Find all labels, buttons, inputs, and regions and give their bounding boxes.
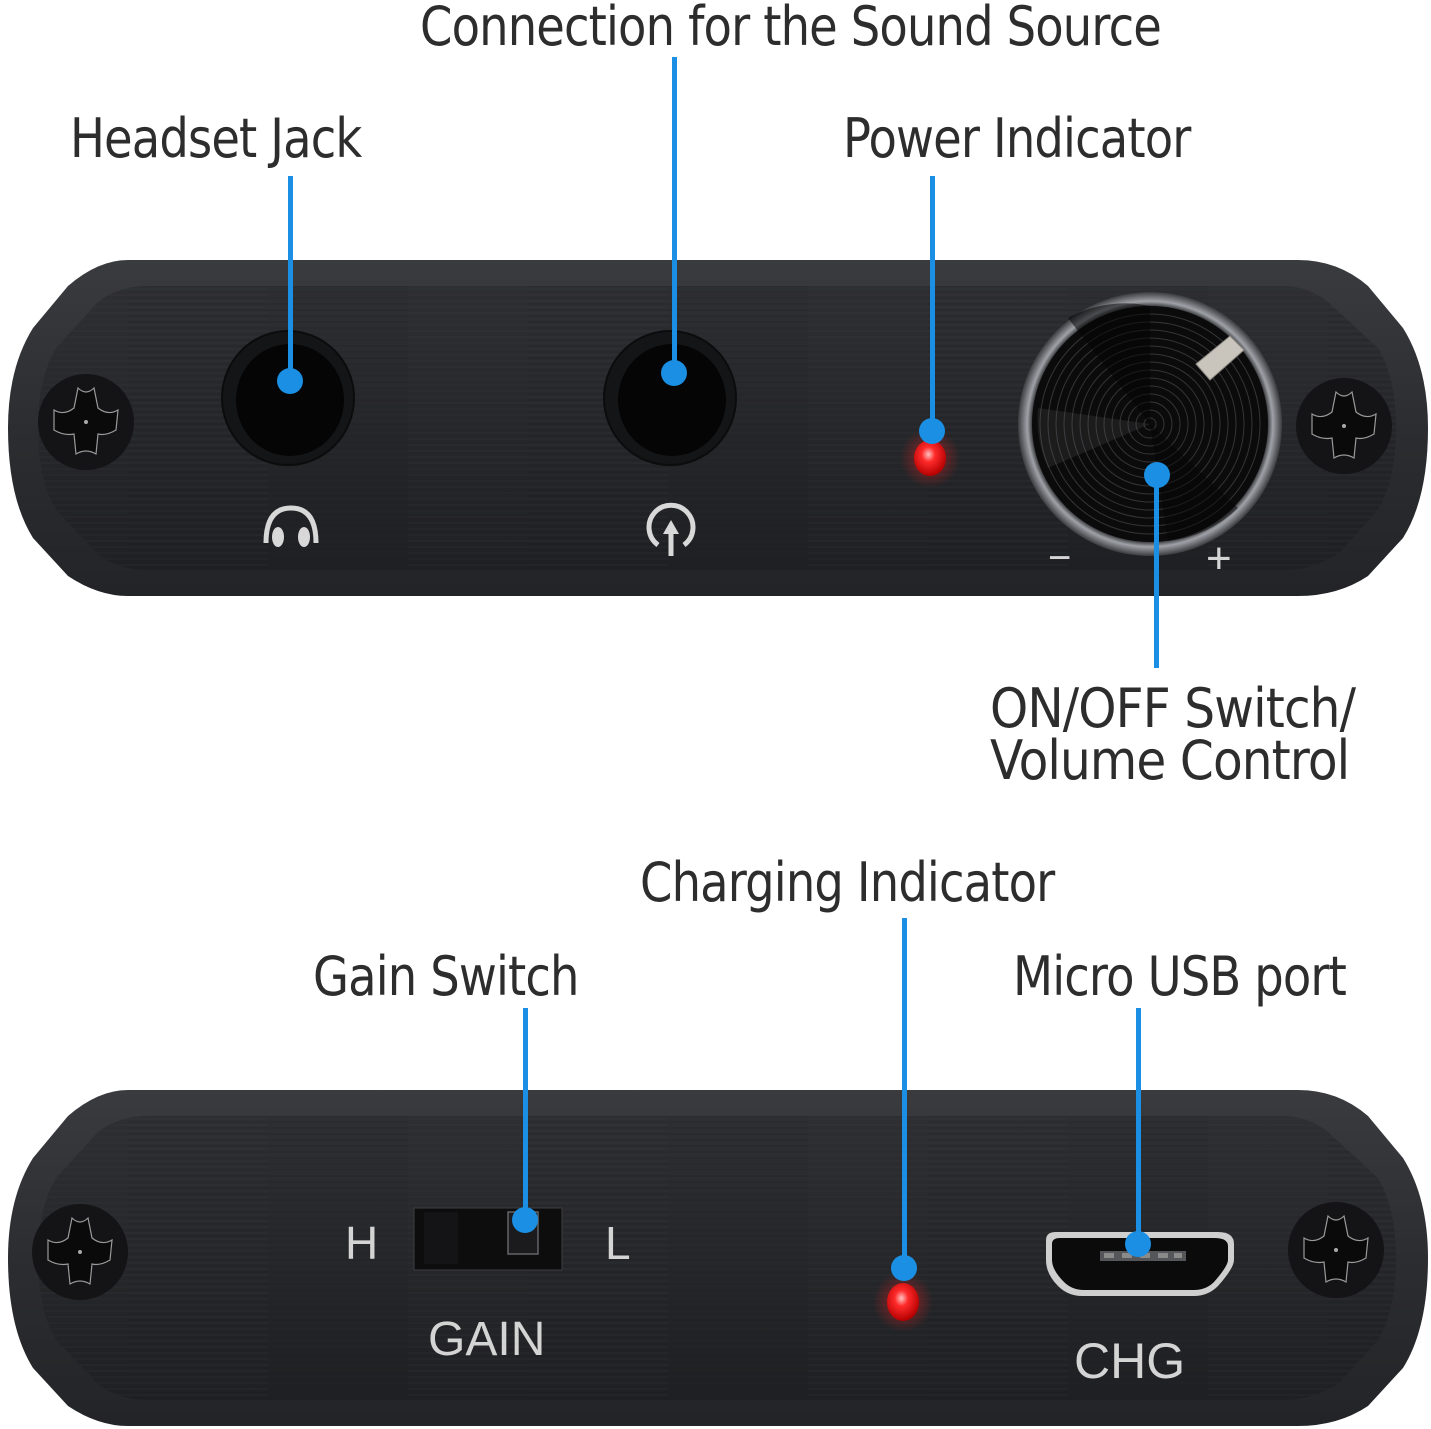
callout-label-gain-switch: Gain Switch [313, 945, 579, 1008]
volume-plus-label: + [1206, 534, 1232, 583]
callout-dot-charging-indicator [891, 1255, 917, 1281]
leader-line-headset-jack [288, 176, 293, 382]
callout-label-power-indicator: Power Indicator [843, 107, 1191, 170]
screw-icon [1296, 378, 1392, 474]
leader-line-sound-source [672, 57, 677, 373]
sound-source-jack[interactable] [603, 330, 737, 466]
volume-minus-label: − [1048, 536, 1072, 580]
callout-dot-sound-source [661, 360, 687, 386]
front-panel: − + [8, 258, 1428, 598]
callout-dot-micro-usb [1125, 1231, 1151, 1257]
gain-switch[interactable] [413, 1207, 563, 1271]
audio-input-icon [646, 502, 696, 556]
callout-label-charging-indicator: Charging Indicator [640, 851, 1055, 914]
screw-icon [1288, 1202, 1384, 1298]
callout-dot-power-indicator [919, 418, 945, 444]
rear-panel-body [8, 1090, 1428, 1426]
callout-label-volume-control: Volume Control [990, 729, 1350, 792]
volume-knob[interactable] [1018, 292, 1282, 556]
leader-line-volume-control [1154, 476, 1159, 668]
callout-label-sound-source: Connection for the Sound Source [420, 0, 1162, 58]
headphone-icon [263, 505, 319, 547]
callout-label-headset-jack: Headset Jack [70, 107, 362, 170]
callout-dot-headset-jack [277, 368, 303, 394]
front-panel-body [8, 260, 1428, 596]
gain-low-label: L [605, 1217, 631, 1269]
callout-dot-volume-control [1144, 462, 1170, 488]
screw-icon [38, 374, 134, 470]
gain-label: GAIN [428, 1313, 546, 1366]
headset-jack[interactable] [221, 330, 355, 466]
usb-chg-label: CHG [1074, 1333, 1186, 1389]
callout-label-onoff-switch: ON/OFF Switch/ [990, 677, 1356, 740]
charging-indicator-led [873, 1272, 933, 1332]
micro-usb-port[interactable] [1046, 1232, 1234, 1296]
power-indicator-led [900, 428, 960, 488]
screw-icon [32, 1204, 128, 1300]
knob-indicator-mark [1195, 335, 1245, 381]
callout-label-micro-usb: Micro USB port [1013, 945, 1347, 1008]
gain-high-label: H [345, 1217, 379, 1269]
leader-line-charging-indicator [902, 918, 907, 1268]
leader-line-micro-usb [1136, 1008, 1141, 1244]
callout-dot-gain-switch [512, 1207, 538, 1233]
leader-line-power-indicator [930, 176, 935, 432]
rear-panel: H L GAIN CHG [8, 1088, 1428, 1428]
leader-line-gain-switch [523, 1008, 528, 1220]
